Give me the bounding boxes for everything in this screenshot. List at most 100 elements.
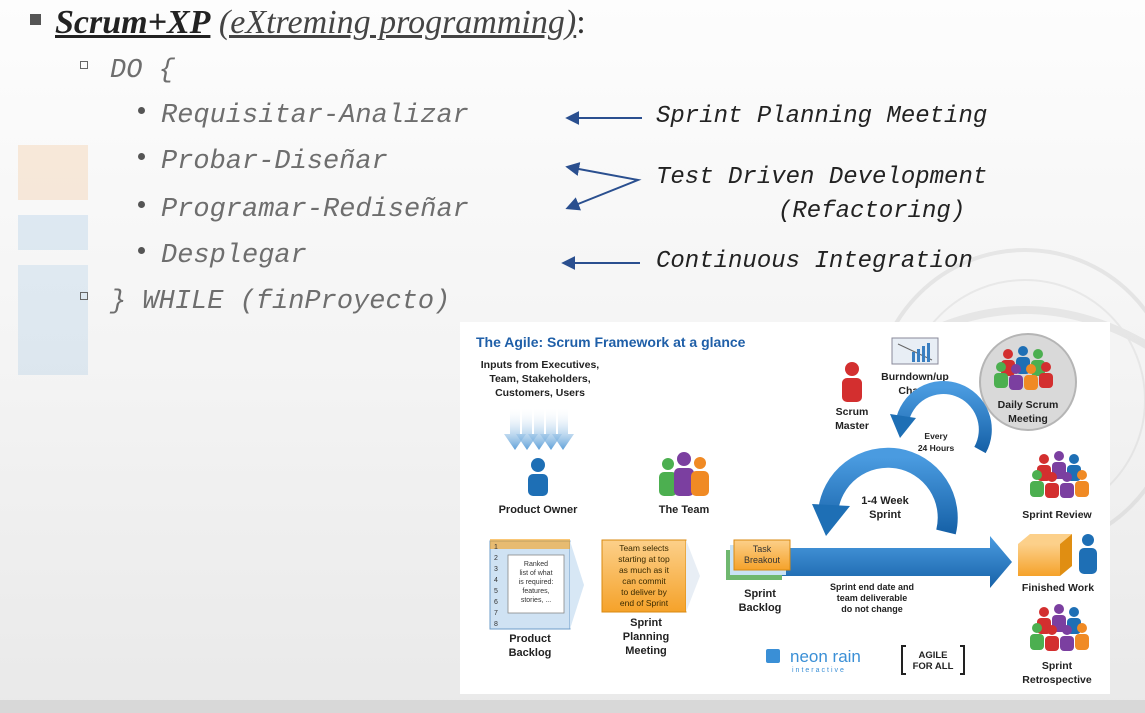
watermark-logo-left (18, 145, 88, 375)
sprint-end-line: Sprint end date and (830, 582, 914, 592)
inputs-line-3: Customers, Users (495, 387, 585, 399)
neon-rain-subtitle: interactive (792, 667, 846, 674)
loop-close-line: } WHILE (finProyecto) (80, 287, 450, 317)
product-owner-icon (528, 458, 548, 496)
sprint-planning-label-1: Sprint (630, 617, 662, 629)
dot-bullet-icon (138, 201, 145, 209)
backlog-number: 1 (494, 544, 498, 551)
dot-bullet-icon (138, 153, 145, 161)
backlog-number: 6 (494, 599, 498, 606)
team-icon (659, 452, 709, 496)
finished-work-label: Finished Work (1022, 582, 1094, 594)
neon-rain-wordmark: neon rain (790, 647, 861, 666)
product-backlog-icon: 1 2 3 4 5 6 7 8 Ranked list of what is r… (489, 539, 584, 630)
product-backlog-label-1: Product (509, 633, 551, 645)
backlog-number: 4 (494, 577, 498, 584)
step-text: Requisitar-Analizar (161, 101, 469, 131)
backlog-note-line: Ranked (524, 561, 548, 568)
mapping-arrows (561, 111, 642, 270)
every-24-label-2: 24 Hours (918, 443, 955, 453)
retrospective-label-1: Sprint (1042, 660, 1073, 672)
inputs-line-1: Inputs from Executives, (481, 359, 600, 371)
sprint-backlog-label-2: Backlog (739, 602, 782, 614)
for-all-word: FOR ALL (913, 661, 954, 672)
sprint-planning-label-2: Planning (623, 631, 669, 643)
main-flow-arrow-icon (760, 536, 1012, 588)
step-text: Programar-Rediseñar (161, 195, 469, 225)
backlog-note-line: features, (522, 588, 549, 595)
arrow-split-icon (565, 162, 642, 211)
step-text: Desplegar (161, 241, 307, 271)
sprint-review-label: Sprint Review (1022, 509, 1092, 521)
team-selects-line: starting at top (618, 554, 670, 564)
scrum-master-icon (842, 362, 862, 402)
loop-close-text: } WHILE (finProyecto) (110, 287, 451, 317)
backlog-number: 8 (494, 621, 498, 628)
burndown-chart-icon (891, 337, 939, 365)
backlog-number: 3 (494, 566, 498, 573)
daily-scrum-icon (979, 333, 1077, 431)
team-selects-line: can commit (622, 576, 666, 586)
practice-tdd-sub: (Refactoring) (778, 198, 966, 225)
agile-word: AGILE (918, 650, 947, 661)
sprint-planning-box-icon (601, 539, 700, 613)
daily-scrum-label-2: Meeting (1008, 413, 1048, 425)
backlog-number: 2 (494, 555, 498, 562)
step-text: Probar-Diseñar (161, 147, 388, 177)
backlog-note-line: is required: (519, 579, 554, 586)
heading-strong: Scrum+XP (55, 4, 211, 41)
product-backlog-label-2: Backlog (509, 647, 552, 659)
backlog-note-line: list of what (519, 570, 552, 577)
team-selects-line: as much as it (619, 565, 670, 575)
bottom-bar (0, 700, 1145, 713)
neon-rain-logo: neon rain interactive (766, 647, 861, 674)
scrum-master-label-2: Master (835, 420, 869, 432)
practice-planning: Sprint Planning Meeting (656, 103, 988, 130)
finished-work-icon (1018, 534, 1097, 576)
sprint-cycle-label-2: Sprint (869, 509, 901, 521)
retrospective-label-2: Retrospective (1022, 674, 1092, 686)
dot-bullet-icon (138, 107, 145, 115)
team-selects-line: Team selects (619, 543, 669, 553)
backlog-number: 7 (494, 610, 498, 617)
daily-scrum-label-1: Daily Scrum (998, 399, 1059, 411)
loop-open-text: DO { (110, 56, 175, 86)
sprint-end-line: do not change (841, 604, 903, 614)
inputs-funnel-arrows-icon (504, 407, 574, 450)
team-selects-line: end of Sprint (620, 598, 669, 608)
backlog-note-line: stories, ... (521, 597, 551, 604)
every-24-label-1: Every (924, 431, 947, 441)
practice-ci: Continuous Integration (656, 248, 973, 275)
slide-body: Scrum+XP (eXtreming programming): DO { R… (0, 0, 1145, 330)
sprint-planning-label-3: Meeting (625, 645, 667, 657)
sprint-cycle-label-1: 1-4 Week (861, 495, 909, 507)
practice-tdd: Test Driven Development (656, 164, 988, 191)
sprint-review-icon (1030, 451, 1089, 498)
square-bullet-icon (30, 13, 41, 25)
daily-loop-arrow-icon (895, 381, 992, 454)
scrum-framework-figure: The Agile: Scrum Framework at a glance I… (460, 322, 1110, 694)
step-item: Requisitar-Analizar (138, 101, 469, 131)
diagram-title: The Agile: Scrum Framework at a glance (476, 334, 746, 350)
agile-for-all-logo: AGILE FOR ALL (901, 645, 965, 675)
task-breakout-label-1: Task (753, 544, 772, 554)
team-selects-line: to deliver by (621, 587, 668, 597)
heading-rest: (eXtreming programming) (218, 4, 577, 41)
sprint-backlog-label-1: Sprint (744, 588, 776, 600)
sprint-cycle-arrow-icon (818, 447, 958, 535)
sprint-backlog-stack-icon (726, 539, 791, 580)
scrum-figure-canvas: The Agile: Scrum Framework at a glance I… (476, 333, 1097, 686)
inputs-line-2: Team, Stakeholders, (489, 373, 590, 385)
hollow-square-bullet-icon (80, 291, 88, 300)
team-label: The Team (659, 504, 710, 516)
loop-open-line: DO { (80, 56, 175, 86)
sprint-retrospective-icon (1030, 604, 1089, 651)
scrum-master-label-1: Scrum (836, 406, 869, 418)
task-breakout-label-2: Breakout (744, 555, 781, 565)
dot-bullet-icon (138, 247, 145, 255)
product-owner-label: Product Owner (499, 504, 579, 516)
step-item: Probar-Diseñar (138, 147, 388, 177)
step-item: Desplegar (138, 241, 307, 271)
backlog-number: 5 (494, 588, 498, 595)
sprint-end-line: team deliverable (837, 593, 908, 603)
